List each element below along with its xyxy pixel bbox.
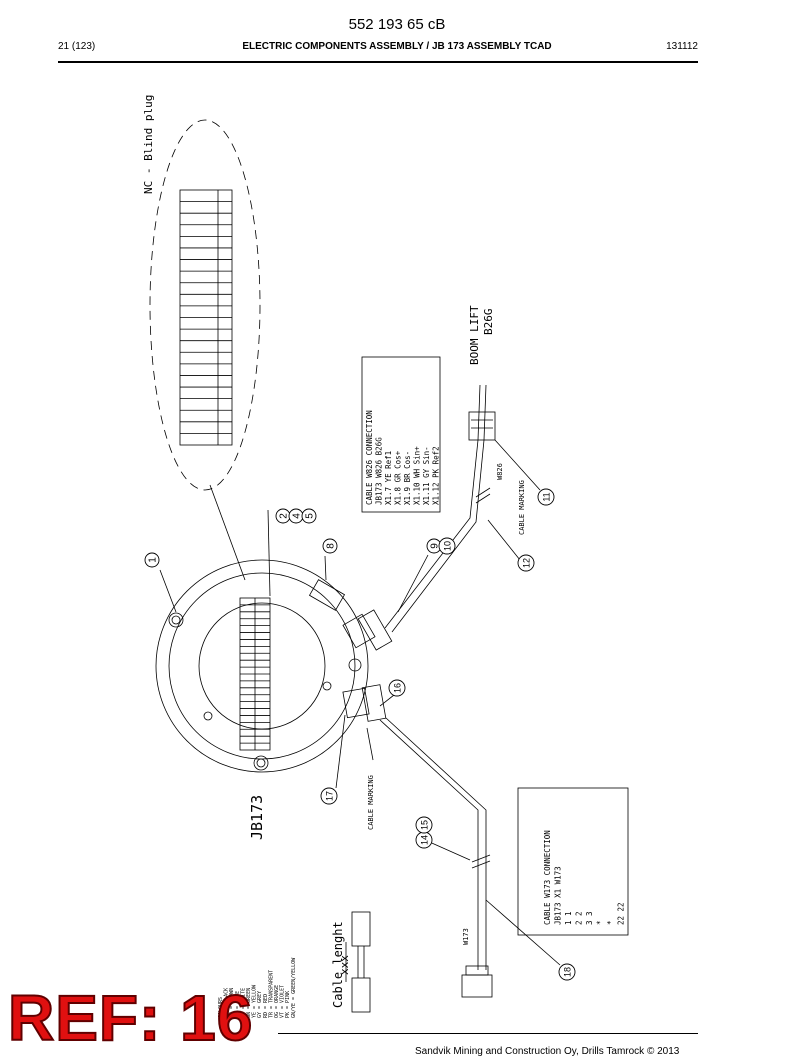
cable-w173	[379, 719, 479, 970]
footer-rule	[278, 1033, 698, 1034]
callout-9: 9	[426, 538, 442, 554]
document-date: 131112	[666, 41, 698, 52]
colour-legend-row: RD = RED	[263, 994, 269, 1018]
table-w826	[361, 356, 441, 513]
table-w826-row: X1.9 BR Cos-	[403, 451, 412, 505]
svg-text:9: 9	[430, 543, 441, 549]
colour-legend-row: WH = WHITE	[240, 988, 246, 1018]
svg-text:4: 4	[292, 513, 303, 519]
callout-4: 4	[288, 508, 304, 524]
svg-text:14: 14	[420, 835, 430, 845]
length-detail-bottom-gland	[351, 977, 371, 1013]
colour-legend-row: COLOURS	[218, 997, 224, 1018]
table-w173-row: 3 3	[585, 911, 594, 925]
colour-legend-row: GN = GREEN	[246, 988, 252, 1018]
cable-marking-w173: CABLE MARKING	[367, 775, 375, 830]
colour-legend-row: BU = BLUE	[235, 991, 241, 1018]
table-w826-row: JB173 W826 B26G	[375, 437, 384, 505]
svg-text:11: 11	[542, 492, 552, 501]
callout-15: 15	[415, 816, 433, 834]
table-w826-row: X1.7 YE Ref1	[384, 451, 393, 505]
table-w173-row: 2 2	[575, 911, 584, 925]
gland-16	[342, 687, 370, 719]
colour-legend-row: GN/YE = GREEN/YELLOW	[291, 957, 297, 1018]
table-w173	[517, 787, 629, 936]
callout-5: 5	[301, 508, 317, 524]
svg-text:18: 18	[563, 967, 573, 977]
table-w173-row: *	[606, 920, 615, 925]
table-w826-row: CABLE W826 CONNECTION	[365, 410, 374, 505]
svg-text:10: 10	[443, 541, 453, 551]
document-number: 552 193 65 cB	[348, 16, 446, 33]
colour-legend-row: OG = ORANGE	[274, 985, 280, 1018]
colour-legend-row: GY = GREY	[257, 991, 263, 1018]
svg-text:1: 1	[148, 557, 159, 563]
cable-w173-label: W173	[462, 928, 470, 945]
cable-marking-w826: CABLE MARKING	[518, 480, 526, 535]
length-detail-top-gland	[351, 911, 371, 947]
table-w826-row: X1.10 WH Sin+	[413, 446, 422, 505]
table-w173-row: CABLE W173 CONNECTION	[543, 830, 552, 925]
gland-11	[468, 411, 496, 441]
table-w826-row: X1.12 PK Ref2	[432, 446, 441, 505]
svg-text:12: 12	[522, 558, 532, 568]
callout-12: 12	[517, 554, 535, 572]
callout-11: 11	[537, 488, 555, 506]
colour-legend-row: BK = BLACK	[224, 988, 230, 1018]
reference-stamp: REF: 16	[7, 982, 254, 1054]
nc-blind-plug-outline	[149, 119, 261, 491]
page-title: ELECTRIC COMPONENTS ASSEMBLY / JB 173 AS…	[242, 41, 552, 52]
callout-2: 2	[275, 508, 291, 524]
boom-sensor-label: B26G	[482, 309, 495, 336]
callout-17: 17	[320, 787, 338, 805]
page-number: 21 (123)	[58, 41, 96, 52]
boom-lift-label: BOOM LIFT	[468, 305, 481, 365]
svg-text:5: 5	[305, 513, 316, 519]
svg-text:17: 17	[325, 791, 335, 801]
gland-8	[308, 579, 346, 611]
colour-legend-row: TR = TRANSPARENT	[268, 970, 274, 1018]
callout-18: 18	[558, 963, 576, 981]
callout-14: 14	[415, 831, 433, 849]
colour-legend-row: PK = PINK	[285, 991, 291, 1018]
svg-text:2: 2	[279, 513, 290, 519]
callout-16: 16	[388, 679, 406, 697]
table-w826-row: X1.8 GR Cos+	[394, 450, 403, 505]
table-w173-row: 22 22	[617, 902, 626, 925]
gland-9-10	[342, 613, 376, 649]
table-w173-row: JB173 X1 W173	[554, 866, 563, 925]
table-w173-row: *	[596, 920, 605, 925]
callout-8: 8	[322, 538, 338, 554]
footer-copyright: Sandvik Mining and Construction Oy, Dril…	[415, 1046, 680, 1057]
callout-1: 1	[144, 552, 160, 568]
junction-box-outer	[155, 559, 369, 773]
header-rule	[58, 61, 698, 63]
svg-text:8: 8	[326, 543, 337, 549]
svg-text:15: 15	[420, 820, 430, 830]
colour-legend-row: YE = YELLOW	[252, 984, 258, 1018]
colour-legend-row: BN = BROWN	[229, 988, 235, 1018]
svg-text:16: 16	[393, 683, 403, 693]
nc-blind-plug-label: NC - Blind plug	[142, 95, 155, 194]
cable-length-label: Cable lenght	[331, 921, 345, 1008]
colour-legend-row: VT = VIOLET	[280, 985, 286, 1018]
cable-length-value: xxx	[338, 955, 351, 975]
cable-w826	[384, 384, 481, 629]
callout-10: 10	[438, 537, 456, 555]
connector-w173	[461, 974, 493, 998]
table-w826-row: X1.11 GY Sin-	[422, 446, 431, 505]
cable-w826-label: W826	[496, 463, 504, 480]
table-w173-row: 1 1	[564, 911, 573, 925]
jb173-label: JB173	[248, 795, 266, 840]
